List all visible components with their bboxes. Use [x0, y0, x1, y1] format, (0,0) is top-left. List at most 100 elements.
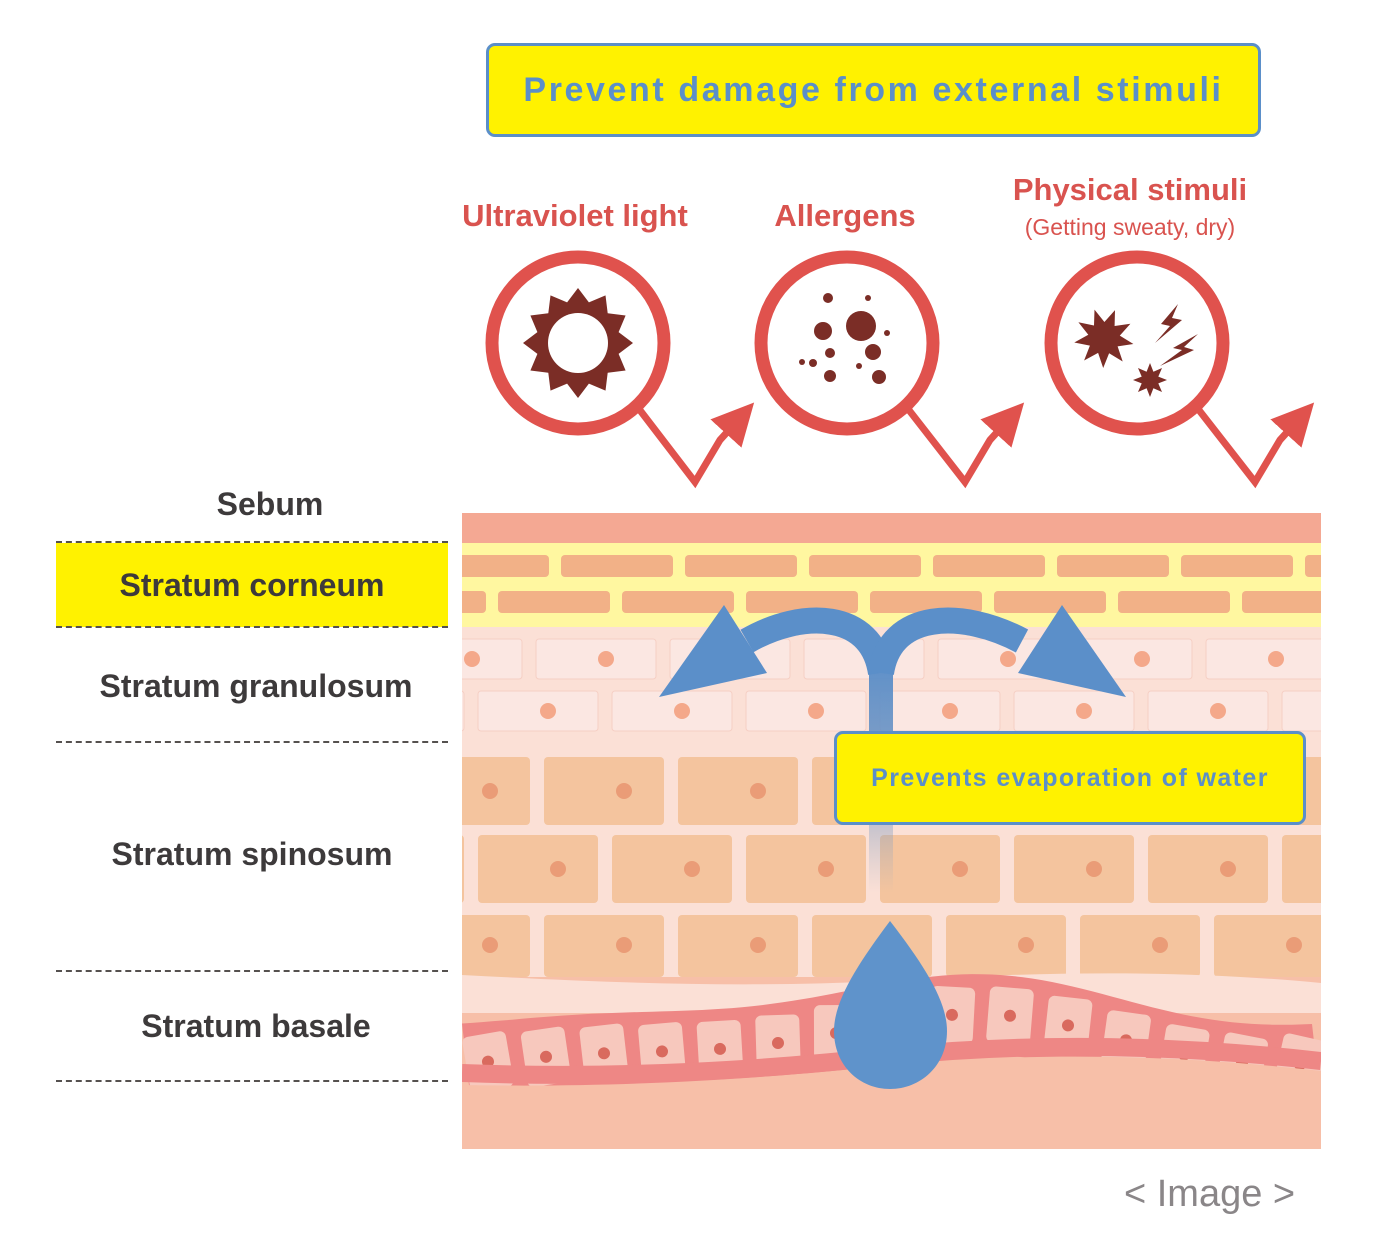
- spinosum-cell: [1282, 835, 1321, 903]
- corneum-cell: [994, 591, 1106, 613]
- divider-line: [56, 541, 448, 543]
- corneum-cell: [870, 591, 982, 613]
- corneum-cell: [1242, 591, 1321, 613]
- cell-nucleus: [818, 861, 834, 877]
- headline-box: Prevent damage from external stimuli: [486, 43, 1261, 137]
- cell-nucleus: [616, 937, 632, 953]
- water-drop-icon: [834, 921, 947, 1089]
- corneum-cell: [622, 591, 734, 613]
- divider-line: [56, 626, 448, 628]
- cell-nucleus: [714, 1042, 727, 1055]
- cell-nucleus: [750, 937, 766, 953]
- corneum-highlight: [56, 543, 448, 627]
- spinosum-cell: [1148, 835, 1268, 903]
- granulosum-cell: [879, 690, 1001, 732]
- layer-label-basale: Stratum basale: [141, 1008, 371, 1044]
- cell-nucleus: [1000, 651, 1016, 667]
- corneum-cell: [746, 591, 858, 613]
- layer-label-corneum: Stratum corneum: [119, 567, 385, 603]
- cell-nucleus: [482, 783, 498, 799]
- granulosum-cell: [462, 690, 465, 732]
- corneum-cell: [1181, 555, 1293, 577]
- granulosum-cell: [745, 690, 867, 732]
- granulosum-cell: [1013, 690, 1135, 732]
- spinosum-cell: [678, 915, 798, 977]
- cell-nucleus: [1134, 651, 1150, 667]
- cell-nucleus: [482, 937, 498, 953]
- cell-nucleus: [1061, 1019, 1074, 1032]
- spinosum-cell: [462, 835, 464, 903]
- corneum-cell: [1057, 555, 1169, 577]
- skin-cross-section: [462, 513, 1321, 1149]
- stimulus-label-allergens: Allergens: [774, 198, 916, 233]
- granulosum-cell: [1205, 638, 1321, 680]
- layer-label-granulosum: Stratum granulosum: [99, 668, 413, 704]
- cell-nucleus: [942, 703, 958, 719]
- corneum-cell: [462, 591, 486, 613]
- spinosum-cell: [1214, 915, 1321, 977]
- cell-nucleus: [481, 1055, 494, 1068]
- sun-icon: [485, 250, 755, 489]
- water-arrow-right: [868, 607, 1029, 676]
- spinosum-cell: [946, 915, 1066, 977]
- divider-line: [56, 970, 448, 972]
- layer-label-spinosum: Stratum spinosum: [111, 836, 393, 872]
- spinosum-cell: [612, 835, 732, 903]
- cell-nucleus: [808, 703, 824, 719]
- cell-nucleus: [540, 1050, 553, 1063]
- corneum-cell: [498, 591, 610, 613]
- cell-nucleus: [550, 861, 566, 877]
- corneum-cell: [685, 555, 797, 577]
- spinosum-cell: [880, 835, 1000, 903]
- spinosum-cell: [678, 757, 798, 825]
- spinosum-cell: [1080, 915, 1200, 977]
- divider-line: [56, 741, 448, 743]
- layer-label-sebum: Sebum: [216, 486, 324, 522]
- spinosum-cell: [544, 757, 664, 825]
- divider-line: [56, 1080, 448, 1082]
- stimulus-sublabel-physical: (Getting sweaty, dry): [1024, 214, 1236, 240]
- cell-nucleus: [1152, 937, 1168, 953]
- spinosum-cell: [544, 915, 664, 977]
- spinosum-cell: [478, 835, 598, 903]
- water-note-text: Prevents evaporation of water: [871, 763, 1269, 792]
- granulosum-cell: [477, 690, 599, 732]
- burst-lightning-icon: [1044, 250, 1315, 489]
- corneum-cells: [462, 555, 1321, 613]
- cell-nucleus: [656, 1045, 669, 1058]
- cell-nucleus: [464, 651, 480, 667]
- cell-nucleus: [598, 651, 614, 667]
- cell-nucleus: [540, 703, 556, 719]
- stimulus-label-physical: Physical stimuli: [1012, 172, 1248, 207]
- basale-cell: [986, 986, 1034, 1045]
- corneum-cell: [1305, 555, 1321, 577]
- cell-nucleus: [946, 1008, 959, 1021]
- cell-nucleus: [1086, 861, 1102, 877]
- cell-nucleus: [1210, 703, 1226, 719]
- cell-nucleus: [684, 861, 700, 877]
- granulosum-cell: [1147, 690, 1269, 732]
- corneum-cell: [1118, 591, 1230, 613]
- cell-nucleus: [597, 1047, 610, 1060]
- corneum-cell: [462, 555, 549, 577]
- headline-text: Prevent damage from external stimuli: [523, 70, 1224, 109]
- cell-nucleus: [616, 783, 632, 799]
- cell-nucleus: [772, 1037, 785, 1050]
- cell-nucleus: [1286, 937, 1302, 953]
- cell-nucleus: [750, 783, 766, 799]
- sebum-layer: [462, 513, 1321, 543]
- cell-nucleus: [1268, 651, 1284, 667]
- cell-nucleus: [1018, 937, 1034, 953]
- granulosum-cell: [1281, 690, 1321, 732]
- granulosum-cells: [462, 638, 1321, 732]
- corneum-cell: [561, 555, 673, 577]
- spinosum-cell: [746, 835, 866, 903]
- water-note-box: Prevents evaporation of water: [834, 731, 1306, 825]
- footer-caption: < Image >: [1124, 1173, 1296, 1215]
- cell-nucleus: [1220, 861, 1236, 877]
- allergen-particles-icon: [754, 250, 1025, 489]
- cell-nucleus: [674, 703, 690, 719]
- corneum-cell: [933, 555, 1045, 577]
- cell-nucleus: [952, 861, 968, 877]
